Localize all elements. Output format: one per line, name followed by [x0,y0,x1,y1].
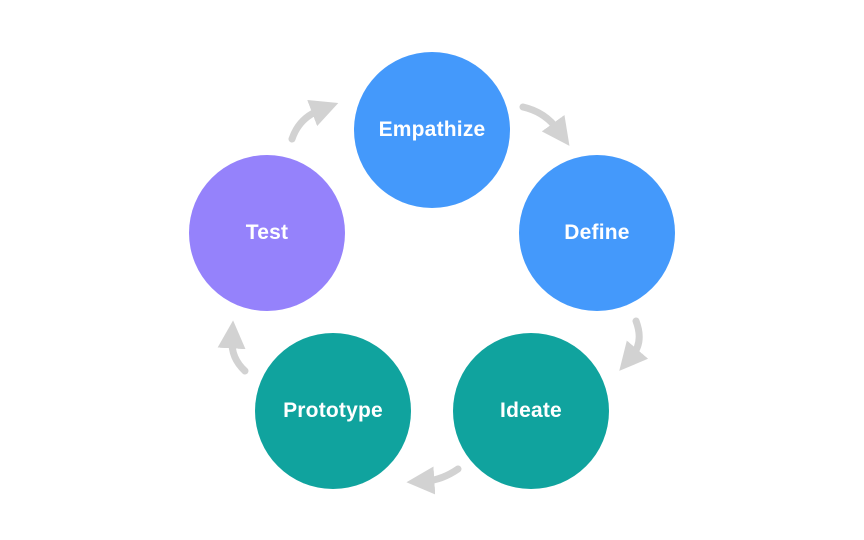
prototype-label: Prototype [283,399,383,422]
define-node: Define [519,155,675,311]
test-node: Test [189,155,345,311]
arrow-test-to-empathize [288,99,339,143]
test-label: Test [245,221,289,244]
prototype-node: Prototype [255,333,411,489]
define-label: Define [564,221,630,244]
arrow-empathize-to-define [519,103,570,146]
ideate-label: Ideate [500,399,562,422]
empathize-label: Empathize [378,118,486,141]
arrow-prototype-to-test [217,320,249,375]
ideate-node: Ideate [453,333,609,489]
empathize-node: Empathize [354,52,510,208]
arrow-define-to-ideate [619,317,649,371]
arrow-ideate-to-prototype [406,465,462,495]
